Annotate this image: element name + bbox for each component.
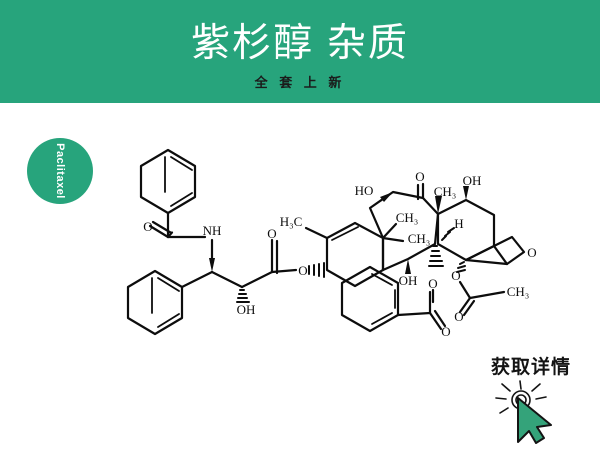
atom-label: O xyxy=(143,219,152,234)
atom-label: O xyxy=(454,309,463,324)
atom-label-group: O NH OH O O H₃C HO O CH₃ OH CH₃ CH₃ H O … xyxy=(143,169,536,339)
atom-label: CH₃ xyxy=(408,231,431,246)
hash-ester xyxy=(308,262,325,278)
atom-label: O xyxy=(441,324,450,339)
atom-label: H₃C xyxy=(280,214,303,229)
atom-label: CH₃ xyxy=(507,284,530,299)
atom-label: O xyxy=(451,268,460,283)
header-banner: 紫杉醇 杂质 全 套 上 新 xyxy=(0,0,600,103)
hash-h xyxy=(441,227,455,241)
atom-label: OH xyxy=(463,173,482,188)
get-details-label: 获取详情 xyxy=(490,357,571,378)
chemical-structure-diagram: O NH OH O O H₃C HO O CH₃ OH CH₃ CH₃ H O … xyxy=(108,140,578,340)
product-badge[interactable]: Paclitaxel xyxy=(27,138,93,204)
atom-label: CH₃ xyxy=(434,184,457,199)
atom-label: O xyxy=(428,276,437,291)
product-badge-label: Paclitaxel xyxy=(54,143,66,199)
atom-label: O xyxy=(527,245,536,260)
page-subtitle: 全 套 上 新 xyxy=(254,75,346,90)
atom-label: O xyxy=(267,226,276,241)
click-cursor-icon xyxy=(494,380,570,449)
atom-label: OH xyxy=(399,273,418,288)
paclitaxel-structure-svg: O NH OH O O H₃C HO O CH₃ OH CH₃ CH₃ H O … xyxy=(126,148,537,339)
hash-obz xyxy=(428,245,444,267)
get-details-cta[interactable]: 获取详情 xyxy=(476,352,586,444)
hash-oh xyxy=(236,289,250,303)
atom-label: O xyxy=(298,263,307,278)
atom-label: H xyxy=(454,216,463,231)
hash-oac xyxy=(456,261,466,273)
atom-label: HO xyxy=(355,183,374,198)
atom-label: CH₃ xyxy=(396,210,419,225)
page-title: 紫杉醇 杂质 xyxy=(191,22,409,65)
atom-label: OH xyxy=(237,302,256,317)
atom-label: NH xyxy=(203,223,222,238)
atom-label: O xyxy=(415,169,424,184)
